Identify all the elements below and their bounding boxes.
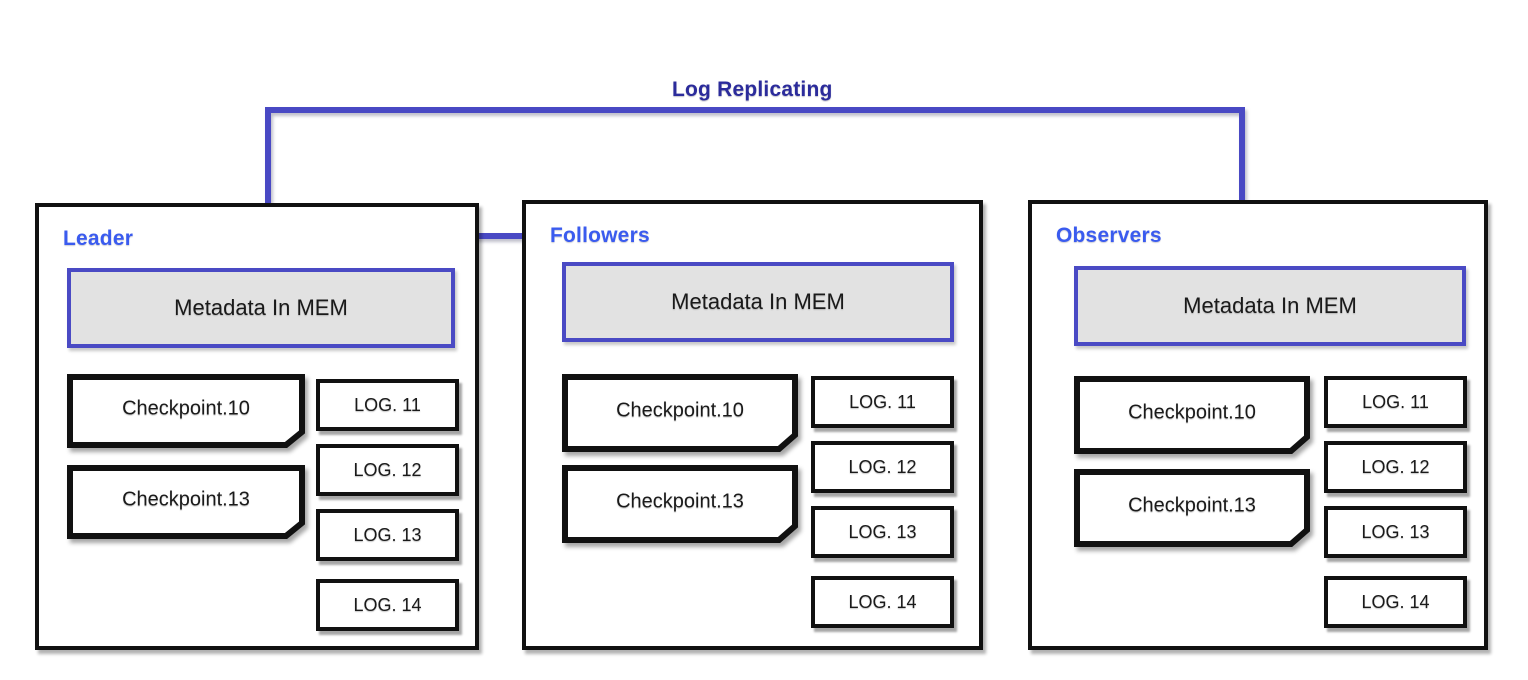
log-box[interactable]: LOG. 13 — [1324, 506, 1467, 558]
log-label: LOG. 13 — [848, 521, 917, 542]
log-box[interactable]: LOG. 14 — [316, 579, 459, 631]
log-box[interactable]: LOG. 12 — [811, 441, 954, 493]
checkpoint-label: Checkpoint.10 — [1128, 401, 1256, 424]
document-shape-icon — [67, 374, 305, 448]
checkpoint-box[interactable]: Checkpoint.13 — [562, 465, 798, 543]
document-shape-icon — [1074, 469, 1310, 547]
checkpoint-box[interactable]: Checkpoint.10 — [1074, 376, 1310, 454]
checkpoint-box[interactable]: Checkpoint.10 — [67, 374, 305, 448]
metadata-label: Metadata In MEM — [671, 289, 845, 314]
metadata-box-leader[interactable]: Metadata In MEM — [67, 268, 455, 348]
log-label: LOG. 11 — [1362, 391, 1429, 412]
log-label: LOG. 13 — [353, 524, 422, 545]
log-box[interactable]: LOG. 11 — [1324, 376, 1467, 428]
log-box[interactable]: LOG. 11 — [316, 379, 459, 431]
log-label: LOG. 14 — [848, 591, 917, 612]
log-box[interactable]: LOG. 14 — [811, 576, 954, 628]
checkpoint-label: Checkpoint.13 — [1128, 494, 1256, 517]
metadata-label: Metadata In MEM — [174, 295, 348, 320]
connector-label: Log Replicating — [672, 78, 833, 101]
log-label: LOG. 14 — [1361, 591, 1430, 612]
panel-title-followers: Followers — [550, 224, 650, 247]
panel-observers[interactable]: Observers Metadata In MEM Checkpoint.10 … — [1028, 200, 1488, 650]
metadata-label: Metadata In MEM — [1183, 293, 1357, 318]
log-label: LOG. 11 — [354, 394, 421, 415]
panel-followers[interactable]: Followers Metadata In MEM Checkpoint.10 … — [522, 200, 983, 650]
metadata-box-observers[interactable]: Metadata In MEM — [1074, 266, 1466, 346]
document-shape-icon — [562, 374, 798, 452]
panel-title-leader: Leader — [63, 227, 134, 250]
checkpoint-label: Checkpoint.13 — [616, 490, 744, 513]
checkpoint-box[interactable]: Checkpoint.10 — [562, 374, 798, 452]
document-shape-icon — [562, 465, 798, 543]
checkpoint-box[interactable]: Checkpoint.13 — [67, 465, 305, 539]
log-box[interactable]: LOG. 13 — [316, 509, 459, 561]
log-label: LOG. 11 — [849, 391, 916, 412]
log-box[interactable]: LOG. 12 — [316, 444, 459, 496]
checkpoint-box[interactable]: Checkpoint.13 — [1074, 469, 1310, 547]
panel-title-observers: Observers — [1056, 224, 1162, 247]
log-label: LOG. 12 — [848, 456, 917, 477]
log-label: LOG. 12 — [1361, 456, 1430, 477]
log-box[interactable]: LOG. 13 — [811, 506, 954, 558]
log-box[interactable]: LOG. 12 — [1324, 441, 1467, 493]
checkpoint-label: Checkpoint.13 — [122, 488, 250, 511]
log-label: LOG. 12 — [353, 459, 422, 480]
log-label: LOG. 13 — [1361, 521, 1430, 542]
document-shape-icon — [67, 465, 305, 539]
checkpoint-label: Checkpoint.10 — [122, 397, 250, 420]
log-label: LOG. 14 — [353, 594, 422, 615]
checkpoint-label: Checkpoint.10 — [616, 399, 744, 422]
log-box[interactable]: LOG. 11 — [811, 376, 954, 428]
log-box[interactable]: LOG. 14 — [1324, 576, 1467, 628]
panel-leader[interactable]: Leader Metadata In MEM Checkpoint.10 Che… — [35, 203, 479, 650]
metadata-box-followers[interactable]: Metadata In MEM — [562, 262, 954, 342]
document-shape-icon — [1074, 376, 1310, 454]
